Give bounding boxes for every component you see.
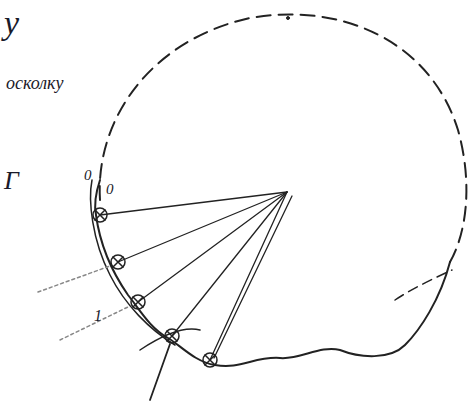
bone-edge <box>91 180 175 345</box>
outline-dash <box>395 270 452 300</box>
approach-lines <box>38 266 130 340</box>
approach-line <box>150 344 170 400</box>
handwritten-label: 0 <box>84 168 92 183</box>
handwritten-label: у <box>4 6 19 40</box>
skull-base <box>95 180 450 366</box>
handwritten-label: 0 <box>106 182 114 197</box>
skull-outline <box>100 14 467 262</box>
handwritten-label: Г <box>4 168 19 194</box>
dot <box>287 17 290 20</box>
bone-mark <box>140 329 200 350</box>
handwritten-label: 1 <box>94 308 102 324</box>
rays <box>100 192 292 360</box>
handwritten-label: осколку <box>6 74 64 92</box>
target-points <box>93 208 217 367</box>
